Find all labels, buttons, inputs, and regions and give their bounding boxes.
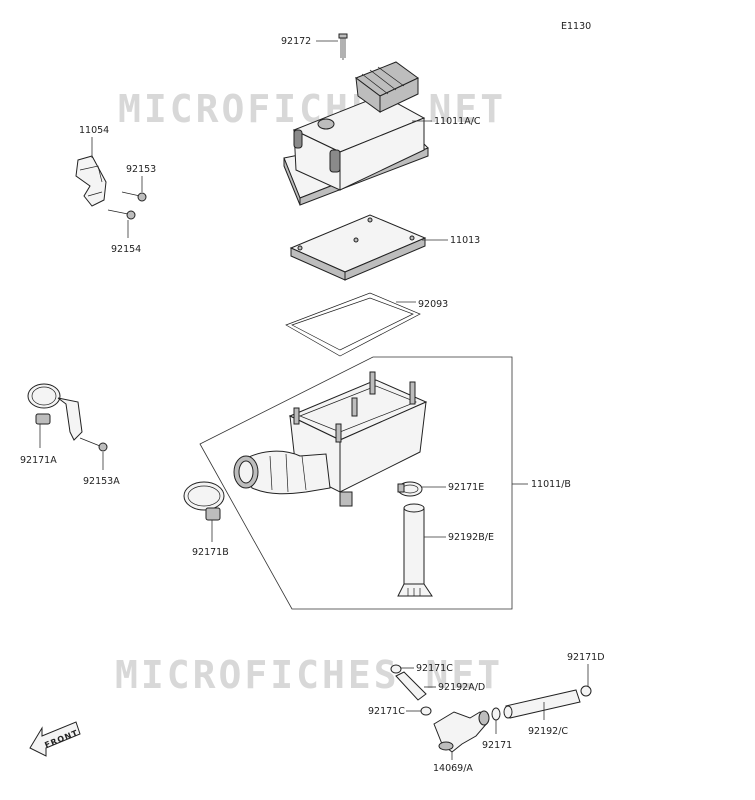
hose-92192AD bbox=[395, 671, 427, 701]
bracket-11054 bbox=[75, 155, 107, 207]
label-92171B: 92171B bbox=[192, 547, 229, 558]
front-arrow-icon bbox=[29, 721, 81, 757]
label-92192C: 92192/C bbox=[528, 726, 568, 737]
hose-92192C bbox=[503, 689, 581, 719]
diagram-code: E1130 bbox=[561, 21, 591, 32]
label-92171: 92171 bbox=[482, 740, 512, 751]
label-92093: 92093 bbox=[418, 299, 448, 310]
label-11011AC: 11011A/C bbox=[434, 116, 481, 127]
bolt-92153A bbox=[79, 437, 108, 452]
label-92153: 92153 bbox=[126, 164, 156, 175]
label-92171E: 92171E bbox=[448, 482, 484, 493]
label-11011B: 11011/B bbox=[531, 479, 571, 490]
label-92171C-lower: 92171C bbox=[368, 706, 405, 717]
label-92192AD: 92192A/D bbox=[438, 682, 485, 693]
clamp-92171D bbox=[580, 685, 592, 697]
bolt-92154 bbox=[107, 209, 136, 220]
air-cleaner-case bbox=[233, 371, 428, 507]
clamp-92171E bbox=[397, 481, 423, 497]
gasket-92093 bbox=[285, 292, 421, 357]
group-outline-11011B bbox=[199, 356, 513, 610]
watermark-bottom: MICROFICHES.NET bbox=[115, 653, 503, 697]
elbow-14069A bbox=[433, 710, 490, 753]
clamp-92171C-lower bbox=[420, 706, 432, 716]
clamp-92171B bbox=[183, 481, 225, 521]
clamp-92171A bbox=[27, 383, 83, 441]
screw-92172 bbox=[338, 33, 348, 60]
air-filter-element bbox=[289, 214, 427, 281]
hose-92192BE bbox=[397, 503, 433, 597]
clamp-92171C-upper bbox=[390, 664, 402, 674]
label-14069A: 14069/A bbox=[433, 763, 473, 774]
label-92171D: 92171D bbox=[567, 652, 605, 663]
label-92171A: 92171A bbox=[20, 455, 57, 466]
label-92192BE: 92192B/E bbox=[448, 532, 494, 543]
label-11013: 11013 bbox=[450, 235, 480, 246]
clamp-92171 bbox=[491, 707, 501, 721]
label-11054: 11054 bbox=[79, 125, 109, 136]
label-92154: 92154 bbox=[111, 244, 141, 255]
label-92153A: 92153A bbox=[83, 476, 120, 487]
label-92171C-upper: 92171C bbox=[416, 663, 453, 674]
label-92172: 92172 bbox=[281, 36, 311, 47]
bolt-92153 bbox=[121, 191, 147, 202]
air-cleaner-cover bbox=[283, 61, 429, 206]
